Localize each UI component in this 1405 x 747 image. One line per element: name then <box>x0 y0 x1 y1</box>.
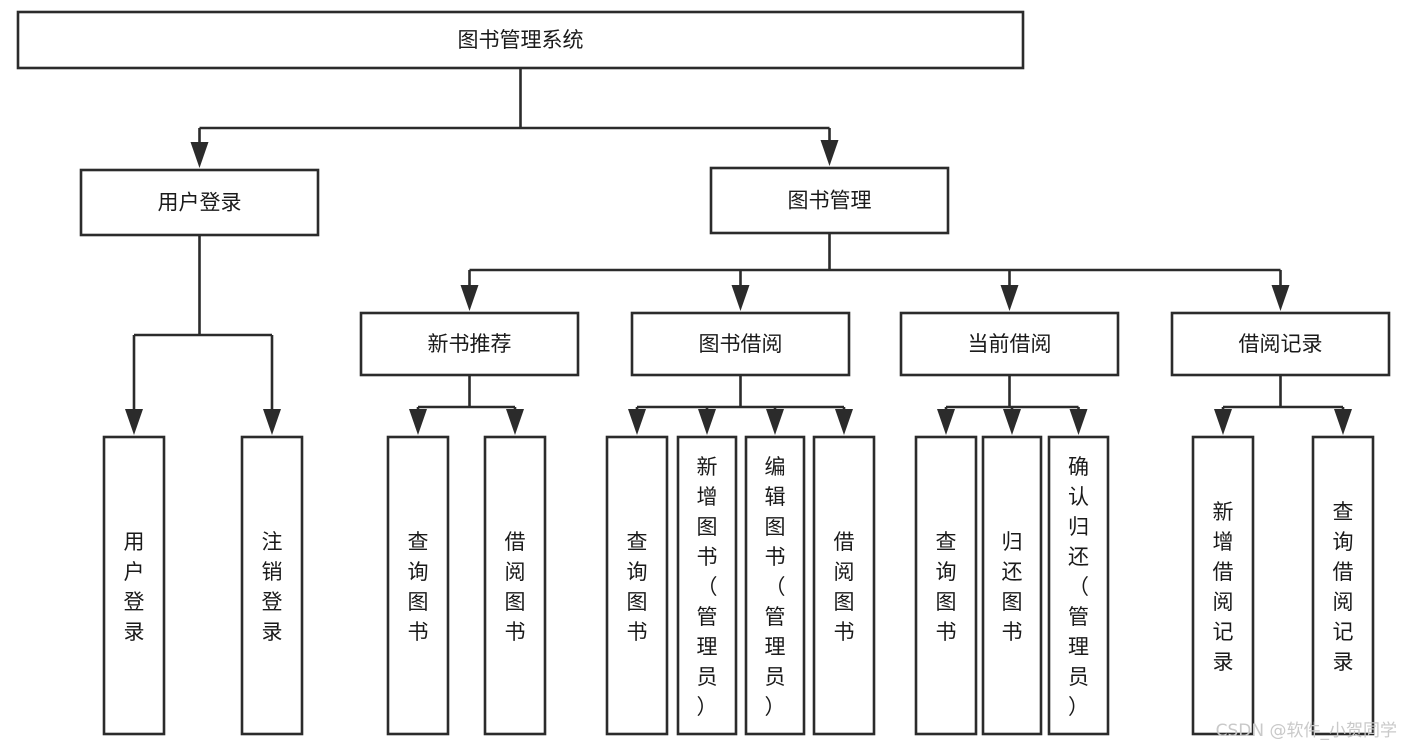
node-user-login[interactable]: 用户登录 <box>79 168 320 237</box>
node-label: 当前借阅 <box>968 332 1052 356</box>
node-leaf-add-book[interactable]: 新增图书（管理员） <box>676 435 738 736</box>
node-leaf-query-borrow-record[interactable]: 查询借阅记录 <box>1311 435 1375 736</box>
node-label: 确认归还（管理员） <box>1068 455 1089 719</box>
node-leaf-add-borrow-record[interactable]: 新增借阅记录 <box>1191 435 1255 736</box>
connector-conn-root-split <box>190 68 839 168</box>
node-label: 图书管理 <box>788 189 872 213</box>
connector-conn-borrow-record-split <box>1214 375 1352 435</box>
node-leaf-logout[interactable]: 注销登录 <box>240 435 304 736</box>
node-leaf-borrow-book-1[interactable]: 借阅图书 <box>483 435 547 736</box>
node-label: 查询图书 <box>627 530 648 644</box>
node-leaf-query-book-2[interactable]: 查询图书 <box>605 435 669 736</box>
node-label: 查询图书 <box>936 530 957 644</box>
node-label: 注销登录 <box>262 530 283 644</box>
node-leaf-return-book[interactable]: 归还图书 <box>981 435 1043 736</box>
connector-conn-book-borrow-split <box>628 375 853 435</box>
connector-conn-current-borrow-split <box>937 375 1088 435</box>
node-root[interactable]: 图书管理系统 <box>16 10 1025 70</box>
node-label: 用户登录 <box>124 530 145 644</box>
node-new-book-recommend[interactable]: 新书推荐 <box>359 311 580 377</box>
node-label: 编辑图书（管理员） <box>765 455 786 719</box>
node-label: 新增借阅记录 <box>1213 500 1234 674</box>
node-label: 查询图书 <box>408 530 429 644</box>
node-label: 图书借阅 <box>699 332 783 356</box>
node-borrow-record[interactable]: 借阅记录 <box>1170 311 1391 377</box>
node-leaf-confirm-return[interactable]: 确认归还（管理员） <box>1047 435 1110 736</box>
connectors-layer <box>125 68 1352 435</box>
node-leaf-query-book-3[interactable]: 查询图书 <box>914 435 978 736</box>
node-book-borrow[interactable]: 图书借阅 <box>630 311 851 377</box>
connector-conn-new-book-split <box>409 375 524 435</box>
connector-conn-book-manage-split <box>460 233 1290 311</box>
node-label: 新增图书（管理员） <box>697 455 718 719</box>
node-label: 查询借阅记录 <box>1333 500 1354 674</box>
node-leaf-edit-book[interactable]: 编辑图书（管理员） <box>744 435 806 736</box>
nodes-layer: 图书管理系统用户登录图书管理新书推荐图书借阅当前借阅借阅记录用户登录注销登录查询… <box>16 10 1391 736</box>
node-book-manage[interactable]: 图书管理 <box>709 166 950 235</box>
node-current-borrow[interactable]: 当前借阅 <box>899 311 1120 377</box>
node-label: 图书管理系统 <box>458 28 584 52</box>
node-label: 借阅记录 <box>1239 332 1323 356</box>
node-label: 新书推荐 <box>428 332 512 356</box>
node-label: 归还图书 <box>1002 530 1023 644</box>
node-leaf-borrow-book-2[interactable]: 借阅图书 <box>812 435 876 736</box>
node-leaf-query-book-1[interactable]: 查询图书 <box>386 435 450 736</box>
node-label: 借阅图书 <box>834 530 855 644</box>
node-leaf-user-login[interactable]: 用户登录 <box>102 435 166 736</box>
node-label: 借阅图书 <box>505 530 526 644</box>
node-label: 用户登录 <box>158 191 242 215</box>
connector-conn-user-login-split <box>125 235 281 435</box>
